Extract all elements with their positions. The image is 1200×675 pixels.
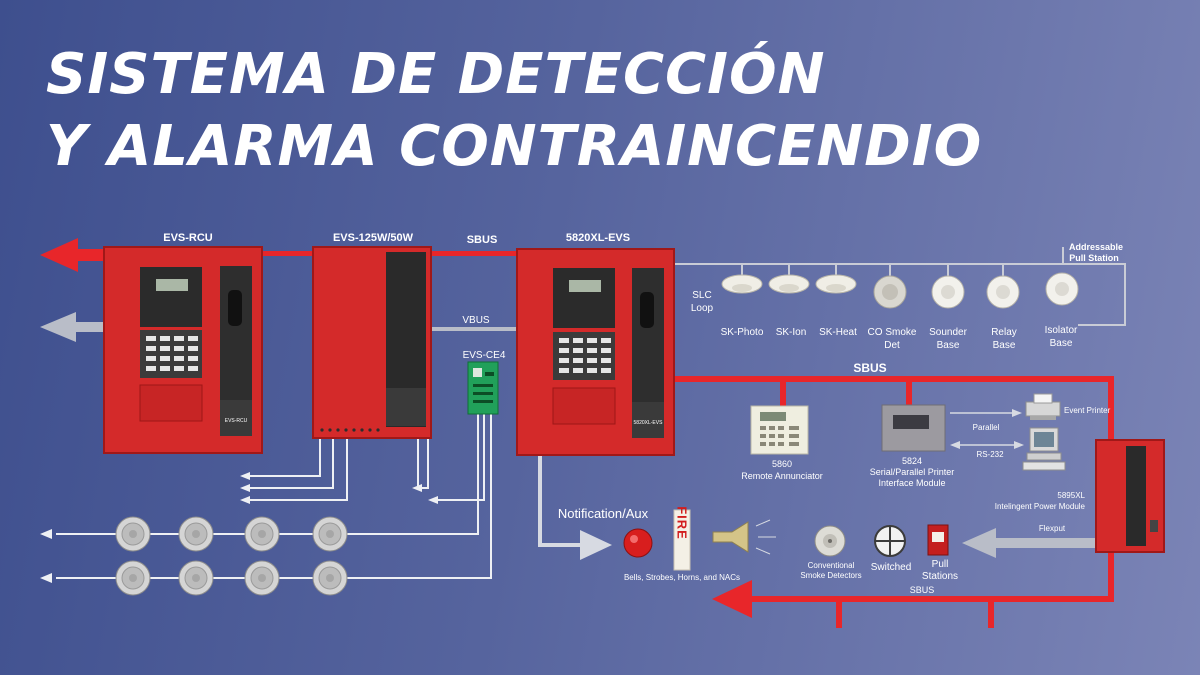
power-label: 5895XL (1057, 491, 1085, 500)
notification-line (538, 456, 582, 547)
addressable-pull-label-2: Pull Station (1069, 253, 1119, 263)
amp-output-arrowheads (240, 472, 422, 504)
title-line-2: Y ALARMA CONTRAINCENDIO (46, 114, 983, 179)
notification-label: Notification/Aux (558, 506, 649, 521)
pull-station-label-1: Pull (932, 559, 949, 570)
printer-module-label-3: Interface Module (878, 478, 945, 488)
detector-label-7a: Isolator (1045, 325, 1078, 336)
power-sublabel: Intelingent Power Module (995, 502, 1086, 511)
amp-label: EVS-125W/50W (333, 232, 414, 244)
event-printer-icon (1025, 393, 1061, 420)
conventional-smoke-label-2: Smoke Detectors (800, 571, 861, 580)
parallel-label: Parallel (973, 423, 1000, 432)
detector-label-1: SK-Photo (721, 327, 764, 338)
rs232-arrow-right (1014, 441, 1024, 449)
detector-label-2: SK-Ion (776, 327, 807, 338)
ce4-label: EVS-CE4 (463, 350, 506, 361)
sbus-loop (674, 376, 1114, 628)
computer-icon (1022, 427, 1066, 471)
ceiling-speaker-icon (115, 560, 151, 596)
sbus-top-label: SBUS (467, 234, 498, 246)
rcu-plate-text: EVS-RCU (225, 418, 248, 424)
notification-arrow (580, 530, 612, 560)
detector-label-6b: Base (993, 340, 1016, 351)
printer-module-label-1: 5824 (902, 456, 922, 466)
vbus-label: VBUS (462, 315, 490, 326)
detector-label-7b: Base (1050, 338, 1073, 349)
ceiling-speaker-icon (115, 516, 151, 552)
event-printer-label: Event Printer (1064, 406, 1111, 415)
device-sounder-base (931, 264, 965, 309)
rs232-label: RS-232 (976, 450, 1004, 459)
main-panel: 5820XL-EVS (516, 248, 675, 456)
device-relay-base (986, 264, 1020, 309)
switched-device-icon (874, 525, 906, 557)
left-red-arrow (40, 238, 106, 272)
power-module (1095, 439, 1165, 553)
amp-output-lines (248, 438, 429, 501)
device-isolator-base (1045, 272, 1079, 306)
addressable-pull-label-1: Addressable (1069, 242, 1123, 252)
conventional-smoke-label-1: Conventional (808, 561, 855, 570)
pull-station-label-2: Stations (922, 571, 958, 582)
vbus-line (430, 327, 518, 331)
slc-loop (674, 263, 1126, 326)
fire-sign-icon: FIRE (673, 506, 691, 571)
speaker-arrowheads (40, 496, 438, 583)
detector-sk-ion (768, 264, 810, 294)
main-label: 5820XL-EVS (566, 232, 630, 244)
detector-label-4a: CO Smoke (868, 327, 917, 338)
slc-label-1: SLC (692, 290, 711, 301)
annunciator-label-2: Remote Annunciator (741, 471, 823, 481)
evs-ce4-board (467, 361, 499, 415)
flexput-label: Flexput (1039, 524, 1066, 533)
detector-sk-photo (721, 264, 763, 294)
printer-interface-module (881, 404, 946, 452)
ceiling-speaker-icon (312, 516, 348, 552)
speaker-group (115, 516, 348, 596)
ceiling-speaker-icon (178, 560, 214, 596)
sound-waves-icon (755, 519, 776, 555)
evs-rcu-panel: EVS-RCU (103, 246, 263, 454)
horn-icon (712, 521, 749, 553)
left-gray-arrow (40, 312, 106, 342)
sbus-bottom-label: SBUS (910, 585, 935, 595)
conventional-smoke-detector-icon (814, 525, 846, 557)
detector-label-6a: Relay (991, 327, 1017, 338)
flexput-arrow (962, 528, 1096, 558)
bell-strobe-icon (623, 528, 653, 558)
detector-label-5a: Sounder (929, 327, 967, 338)
rs232-arrow-left (950, 441, 960, 449)
printer-module-label-2: Serial/Parallel Printer (870, 467, 955, 477)
ceiling-speaker-icon (178, 516, 214, 552)
main-plate-text: 5820XL-EVS (634, 420, 664, 426)
detector-label-4b: Det (884, 340, 900, 351)
notification-caption: Bells, Strobes, Horns, and NACs (624, 573, 740, 582)
detector-label-5b: Base (937, 340, 960, 351)
ceiling-speaker-icon (312, 560, 348, 596)
annunciator-label-1: 5860 (772, 459, 792, 469)
detector-label-3: SK-Heat (819, 327, 857, 338)
fire-sign-text: FIRE (675, 506, 690, 540)
evs-amp-panel (312, 246, 432, 439)
sbus-mid-label: SBUS (853, 361, 886, 375)
rcu-label: EVS-RCU (163, 232, 213, 244)
title-line-1: SISTEMA DE DETECCIÓN (46, 42, 826, 107)
ceiling-speaker-icon (244, 516, 280, 552)
switched-label: Switched (871, 562, 912, 573)
parallel-arrow-head (1012, 409, 1022, 417)
detector-co-smoke (873, 264, 907, 309)
detector-sk-heat (815, 264, 857, 294)
remote-annunciator (750, 405, 809, 455)
pull-station-icon (927, 524, 949, 556)
slc-label-2: Loop (691, 303, 714, 314)
ceiling-speaker-icon (244, 560, 280, 596)
